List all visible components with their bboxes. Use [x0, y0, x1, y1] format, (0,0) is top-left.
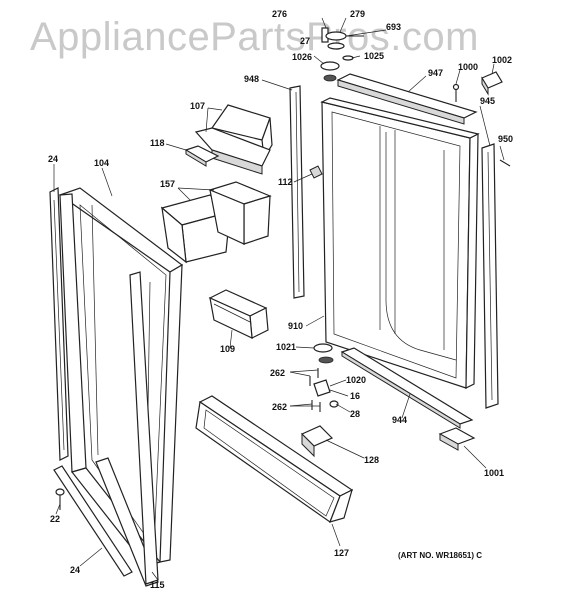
label-1021: 1021	[276, 342, 296, 352]
label-950: 950	[498, 134, 513, 144]
label-22: 22	[50, 514, 60, 524]
label-115: 115	[150, 580, 165, 590]
hinge-assembly-bottom	[309, 343, 339, 412]
part-945-right-trim	[481, 143, 499, 409]
part-950-screw	[499, 159, 511, 167]
part-947-top-trim	[336, 73, 478, 125]
label-1025: 1025	[364, 51, 384, 61]
part-109-small-bin	[208, 289, 269, 339]
hinge-assembly-top	[320, 27, 364, 82]
label-1001: 1001	[484, 468, 504, 478]
label-128: 128	[364, 455, 379, 465]
part-1002-clip	[481, 71, 503, 96]
label-1026: 1026	[292, 52, 312, 62]
part-24-gasket-strip	[49, 187, 69, 461]
label-279: 279	[350, 9, 365, 19]
label-1000: 1000	[458, 62, 478, 72]
label-276: 276	[272, 9, 287, 19]
label-24-bottom: 24	[70, 565, 80, 575]
part-948-vertical-trim	[289, 85, 305, 299]
label-1020: 1020	[346, 375, 366, 385]
label-109: 109	[220, 344, 235, 354]
label-948: 948	[244, 74, 259, 84]
part-112-clip	[309, 165, 323, 179]
label-1002: 1002	[492, 55, 512, 65]
part-number-labels: 276 279 693 27 1026 1025 948 947 1000 10…	[48, 9, 513, 590]
label-693: 693	[386, 22, 401, 32]
part-944-hinge-bar	[340, 347, 474, 429]
label-27: 27	[300, 36, 310, 46]
part-1001-block	[438, 427, 476, 451]
part-24-bottom-strip	[53, 465, 133, 577]
label-104: 104	[94, 158, 109, 168]
part-118-clip	[184, 145, 220, 167]
label-112: 112	[278, 177, 293, 187]
label-24-top: 24	[48, 154, 58, 164]
label-16: 16	[350, 391, 360, 401]
part-157-door-bin	[160, 181, 272, 264]
leader-lines	[53, 17, 505, 581]
part-127-door-shelf	[195, 395, 354, 523]
label-157: 157	[160, 179, 175, 189]
label-910: 910	[288, 321, 303, 331]
label-262-upper: 262	[270, 368, 285, 378]
part-22-screw	[55, 488, 65, 510]
art-number: (ART NO. WR18651) C	[398, 551, 482, 560]
label-944: 944	[392, 415, 407, 425]
part-128-bracket	[300, 425, 334, 458]
label-118: 118	[150, 138, 165, 148]
label-28: 28	[350, 409, 360, 419]
label-262-lower: 262	[272, 402, 287, 412]
part-910-door-liner	[320, 97, 480, 389]
watermark: AppliancePartsPros.com	[30, 15, 479, 59]
part-1000-screw	[452, 83, 460, 102]
label-107: 107	[190, 101, 205, 111]
label-127: 127	[334, 548, 349, 558]
label-947: 947	[428, 68, 443, 78]
label-945: 945	[480, 96, 495, 106]
part-107-dairy-bin	[194, 104, 273, 175]
